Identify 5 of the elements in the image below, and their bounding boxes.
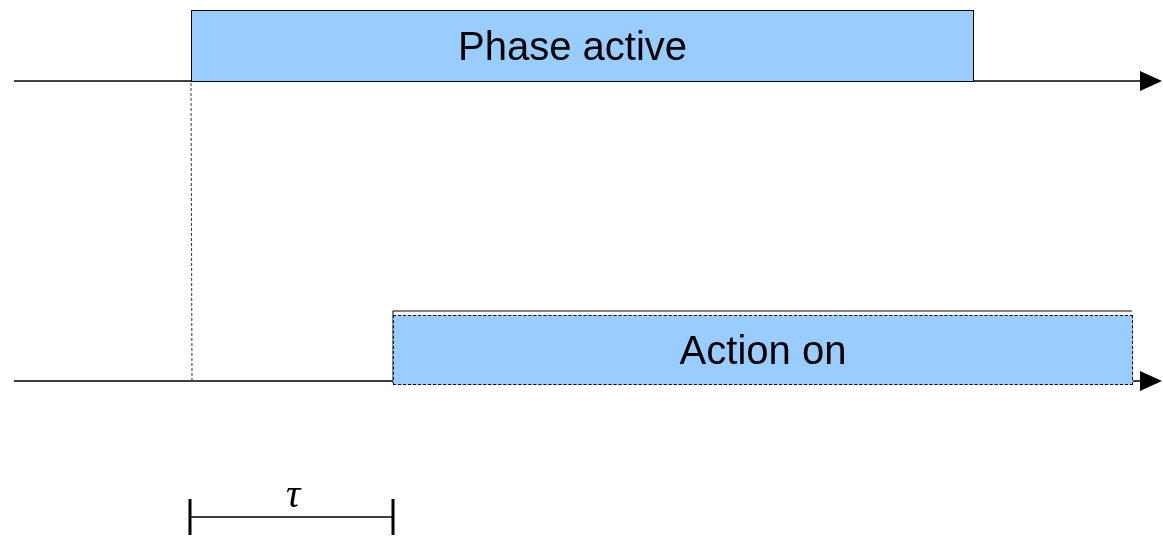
- state-label: Phase active: [458, 23, 687, 69]
- state-bar: [393, 315, 1133, 385]
- state-bar: [191, 10, 974, 82]
- duration-symbol: τ: [286, 474, 301, 514]
- state-label: Action on: [679, 327, 847, 373]
